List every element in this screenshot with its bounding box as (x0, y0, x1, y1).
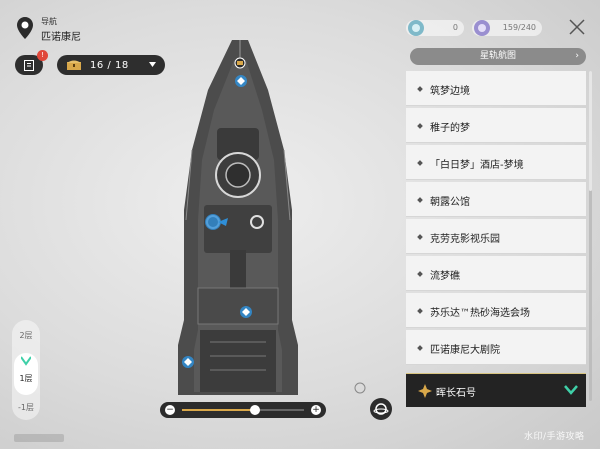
location-item-reverie-hotel[interactable]: 「白日梦」酒店-梦境 (406, 145, 586, 180)
location-item-dreamflux-reef[interactable]: 流梦礁 (406, 256, 586, 291)
location-label: 「白日梦」酒店-梦境 (430, 160, 524, 171)
location-label: 克劳克影视乐园 (430, 234, 500, 245)
chest-marker-icon (234, 57, 246, 69)
locate-player-button[interactable] (370, 398, 392, 420)
zoom-slider-thumb[interactable] (250, 405, 261, 415)
diamond-bullet-icon (417, 160, 423, 166)
player-location-icon (205, 214, 228, 230)
current-floor-marker-icon (21, 356, 31, 366)
floor-minus1-button[interactable]: -1层 (18, 403, 34, 412)
close-icon[interactable] (568, 18, 586, 36)
location-label: 朝露公馆 (430, 197, 470, 208)
diamond-bullet-icon (417, 197, 423, 203)
location-item-dewlight-pavilion[interactable]: 朝露公馆 (406, 182, 586, 217)
list-scrollbar[interactable] (589, 71, 592, 401)
zoom-control: − + (160, 402, 326, 418)
page-title: 导航 (41, 17, 57, 26)
teleport-marker-icon (240, 306, 252, 318)
location-list: 筑梦边境 稚子的梦 「白日梦」酒店-梦境 朝露公馆 克劳克影视乐园 流梦礁 苏乐… (406, 71, 586, 367)
stellar-jade-icon (408, 20, 424, 36)
column-right (250, 215, 264, 229)
list-scrollbar-thumb[interactable] (589, 71, 592, 191)
teleport-marker-icon (182, 356, 194, 368)
chevron-right-icon: › (575, 51, 579, 61)
currency-stellar-jade[interactable]: 0 (406, 20, 464, 36)
floor-active-indicator (14, 353, 38, 395)
stellar-jade-value: 0 (452, 23, 458, 32)
treasure-chest-icon (67, 60, 81, 70)
corridor (230, 250, 246, 290)
location-item-selected[interactable]: 晖长石号 (406, 373, 586, 407)
zoom-fill (182, 409, 256, 411)
caret-down-icon (149, 62, 156, 67)
stern-block (197, 287, 279, 325)
uid-bar (14, 434, 64, 442)
currency-trailblaze-power[interactable]: 159/240 (472, 20, 542, 36)
diamond-bullet-icon (417, 345, 423, 351)
zoom-out-button[interactable]: − (165, 405, 175, 415)
chest-counter-dropdown[interactable]: 16 / 18 (57, 55, 165, 75)
floor-2-button[interactable]: 2层 (19, 331, 33, 340)
crosshair-icon (373, 403, 389, 415)
area-marker-icon (354, 382, 366, 394)
floor-selector: 2层 1层 -1层 (12, 320, 40, 420)
diamond-bullet-icon (417, 123, 423, 129)
diamond-bullet-icon (417, 234, 423, 240)
trailblaze-power-icon (474, 20, 490, 36)
room-1 (217, 128, 259, 160)
location-label: 流梦礁 (430, 271, 460, 282)
location-item-childs-dream[interactable]: 稚子的梦 (406, 108, 586, 143)
location-label: 苏乐达™热砂海选会场 (430, 308, 530, 319)
location-label: 匹诺康尼大剧院 (430, 345, 500, 356)
location-item-dream-borders[interactable]: 筑梦边境 (406, 71, 586, 106)
diamond-bullet-icon (417, 86, 423, 92)
selected-location-label: 晖长石号 (436, 388, 476, 399)
ship-emblem-icon (418, 384, 432, 398)
star-rail-map-label: 星轨航图 (479, 51, 516, 61)
location-label: 筑梦边境 (430, 86, 470, 97)
map-pin-icon (17, 17, 33, 39)
chest-count: 16 / 18 (90, 59, 129, 71)
location-item-grand-theater[interactable]: 匹诺康尼大剧院 (406, 330, 586, 365)
current-location-check-icon (564, 385, 578, 395)
location-label: 稚子的梦 (430, 123, 470, 134)
notebook-icon (24, 59, 34, 71)
diamond-bullet-icon (417, 271, 423, 277)
trailblaze-power-value: 159/240 (502, 23, 536, 32)
teleport-marker-icon (235, 75, 247, 87)
location-item-soulglad-venue[interactable]: 苏乐达™热砂海选会场 (406, 293, 586, 328)
stern-hall (200, 330, 276, 392)
map-legend-button[interactable] (15, 55, 43, 75)
current-region: 匹诺康尼 (41, 32, 81, 43)
diamond-bullet-icon (417, 308, 423, 314)
floor-1-button[interactable]: 1层 (19, 374, 33, 383)
zoom-in-button[interactable]: + (311, 405, 321, 415)
star-rail-map-button[interactable]: 星轨航图 › (410, 48, 586, 65)
rotunda-inner (225, 162, 251, 188)
location-item-clock-studios[interactable]: 克劳克影视乐园 (406, 219, 586, 254)
watermark-text: 水印/手游攻略 (524, 432, 585, 442)
notification-badge: ! (37, 50, 48, 61)
